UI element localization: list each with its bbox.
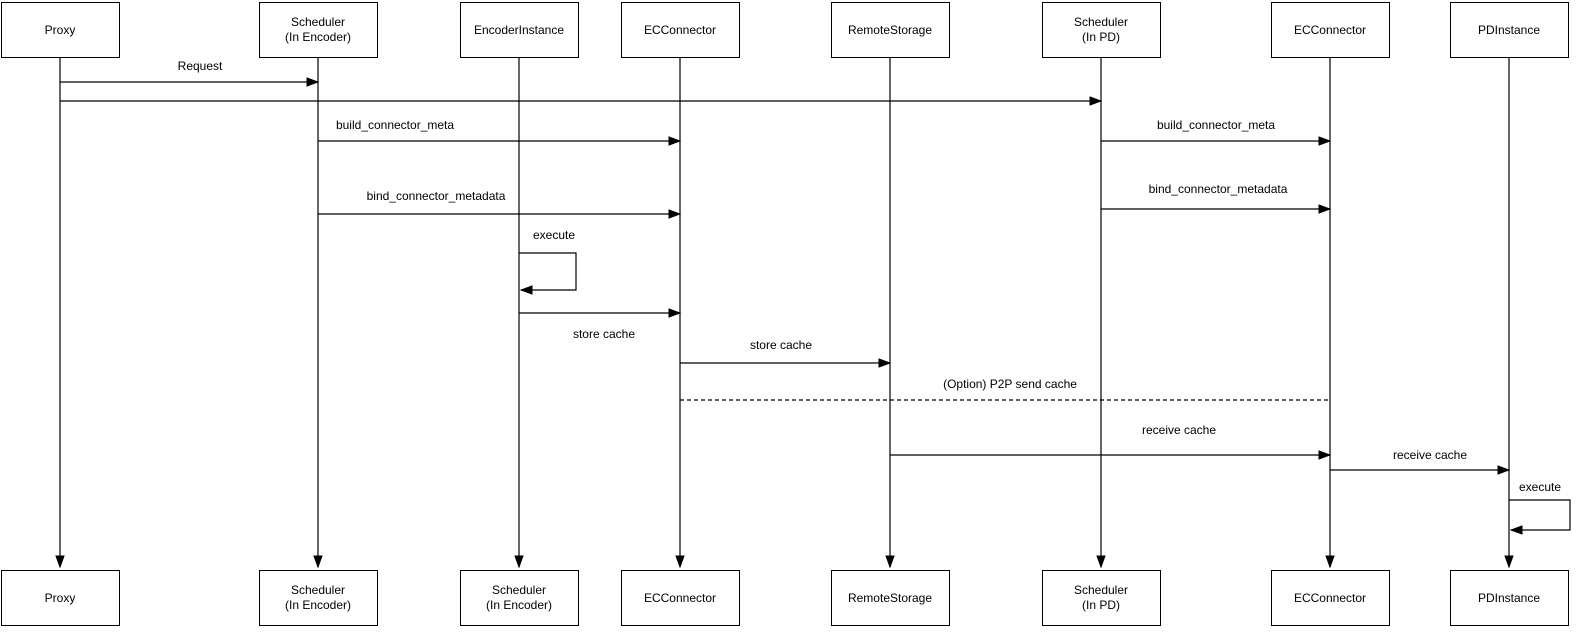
actor-bottom-ec-connector-encoder: ECConnector [620, 570, 740, 626]
message-label-4: build_connector_meta [1156, 118, 1276, 132]
actor-top-scheduler-pd: Scheduler (In PD) [1041, 2, 1161, 58]
self-message-arrow-0 [519, 252, 577, 290]
message-label-3: bind_connector_metadata [366, 189, 506, 203]
message-label-7: store cache [749, 338, 813, 352]
message-label-8: (Option) P2P send cache [943, 377, 1077, 391]
actor-bottom-encoder-instance: Scheduler (In Encoder) [459, 570, 579, 626]
message-label-9: receive cache [1141, 423, 1217, 437]
actor-top-encoder-instance: EncoderInstance [459, 2, 579, 58]
actor-bottom-ec-connector-pd: ECConnector [1270, 570, 1390, 626]
actor-bottom-scheduler-encoder: Scheduler (In Encoder) [258, 570, 378, 626]
actor-top-pd-instance: PDInstance [1449, 2, 1569, 58]
message-label-5: bind_connector_metadata [1148, 182, 1288, 196]
message-label-6: store cache [572, 327, 636, 341]
actor-bottom-proxy: Proxy [0, 570, 120, 626]
actor-bottom-pd-instance: PDInstance [1449, 570, 1569, 626]
actor-bottom-scheduler-pd: Scheduler (In PD) [1041, 570, 1161, 626]
actor-top-ec-connector-pd: ECConnector [1270, 2, 1390, 58]
actor-top-remote-storage: RemoteStorage [830, 2, 950, 58]
actor-bottom-remote-storage: RemoteStorage [830, 570, 950, 626]
message-label-10: receive cache [1392, 448, 1468, 462]
actor-top-scheduler-encoder: Scheduler (In Encoder) [258, 2, 378, 58]
message-label-0: Request [177, 59, 223, 73]
self-message-label-1: execute [1518, 480, 1562, 494]
message-label-2: build_connector_meta [335, 118, 455, 132]
self-message-arrow-1 [1509, 499, 1571, 530]
actor-top-proxy: Proxy [0, 2, 120, 58]
actor-top-ec-connector-encoder: ECConnector [620, 2, 740, 58]
self-message-label-0: execute [532, 228, 576, 242]
